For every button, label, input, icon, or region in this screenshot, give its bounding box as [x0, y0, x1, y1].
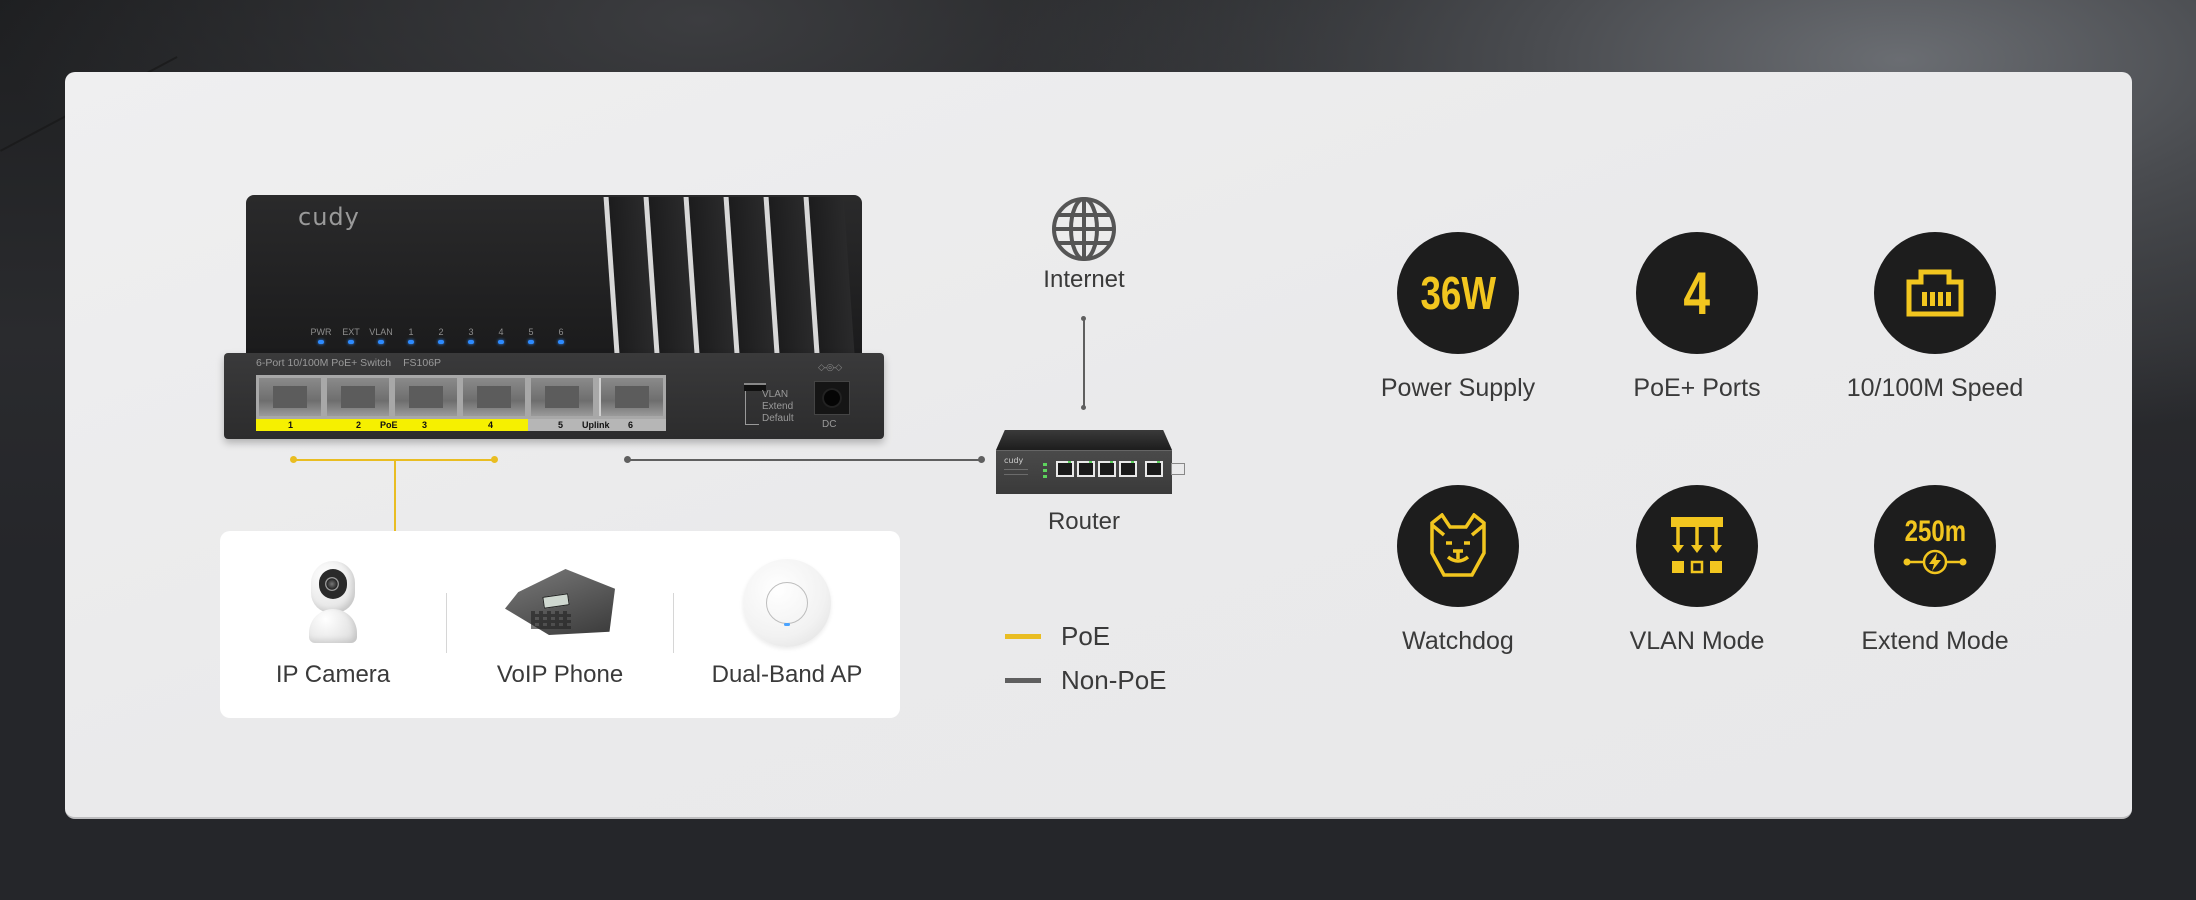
internet-connector-dot-top	[1081, 316, 1086, 321]
mode-labels: VLAN Extend Default	[762, 389, 794, 424]
switch-led-row: PWR EXT VLAN 1 2 3 4 5 6	[306, 327, 576, 344]
poe-port-count: 4	[1683, 259, 1711, 327]
switch-brand-logo: cudy	[298, 203, 360, 231]
ethernet-port-1	[259, 378, 321, 416]
poe-connector-dot-right	[491, 456, 498, 463]
vlan-icon	[1671, 517, 1723, 574]
led-port-4: 4	[486, 327, 516, 344]
router-ports	[1056, 461, 1185, 477]
extend-distance: 250m	[1904, 515, 1966, 548]
ethernet-port-icon	[1906, 269, 1964, 317]
feature-watchdog: Watchdog	[1339, 485, 1577, 656]
internet-connector	[1083, 318, 1085, 408]
globe-icon	[1052, 197, 1116, 261]
internet-connector-dot-bottom	[1081, 405, 1086, 410]
device-voip-phone: VoIP Phone	[447, 531, 673, 718]
led-ext: EXT	[336, 327, 366, 344]
port-label-bar: 1 2 PoE 3 4 5 Uplink 6	[256, 419, 666, 431]
router-image: cudy	[996, 430, 1185, 494]
ip-camera-icon	[305, 561, 361, 643]
led-port-6: 6	[546, 327, 576, 344]
led-port-5: 5	[516, 327, 546, 344]
internet-node: Internet	[1034, 196, 1134, 294]
feature-vlan-mode: VLAN Mode	[1578, 485, 1816, 656]
divider	[673, 593, 674, 653]
led-port-1: 1	[396, 327, 426, 344]
power-value: 36W	[1420, 267, 1496, 319]
poe-switch-image: cudy PWR EXT VLAN 1 2 3 4 5 6 6-Port 10/…	[224, 195, 884, 441]
legend-item-non-poe: Non-PoE	[1005, 658, 1167, 702]
legend-item-poe: PoE	[1005, 614, 1167, 658]
non-poe-swatch	[1005, 677, 1041, 683]
router-leds	[1043, 463, 1047, 479]
divider	[446, 593, 447, 653]
switch-heat-fins	[603, 197, 855, 353]
feature-extend-mode: 250m Extend Mode	[1816, 485, 2054, 656]
poe-connector-vertical	[394, 460, 396, 531]
ethernet-port-4	[463, 378, 525, 416]
uplink-port-band: 5 Uplink 6	[528, 419, 666, 431]
extend-distance-icon	[1903, 549, 1967, 575]
dc-power-jack	[814, 381, 850, 415]
legend: PoE Non-PoE	[1005, 614, 1167, 702]
ethernet-port-6	[599, 378, 663, 416]
internet-label: Internet	[1043, 266, 1125, 293]
uplink-connector-dot-left	[624, 456, 631, 463]
mode-selector-switch	[744, 383, 766, 391]
led-port-2: 2	[426, 327, 456, 344]
feature-speed: 10/100M Speed	[1816, 232, 2054, 403]
led-pwr: PWR	[306, 327, 336, 344]
voip-phone-icon	[505, 561, 615, 639]
uplink-connector	[628, 459, 981, 461]
feature-poe-ports: 4 PoE+ Ports	[1578, 232, 1816, 403]
device-dual-band-ap: Dual-Band AP	[674, 531, 900, 718]
switch-ports	[256, 375, 666, 419]
ethernet-port-2	[327, 378, 389, 416]
ethernet-port-3	[395, 378, 457, 416]
poe-connector-dot-left	[290, 456, 297, 463]
poe-swatch	[1005, 633, 1041, 639]
powered-devices-card: IP Camera VoIP Phone Dual-Band AP	[220, 531, 900, 718]
feature-power-supply: 36W Power Supply	[1339, 232, 1577, 403]
poe-port-band: 1 2 PoE 3 4	[256, 419, 528, 431]
access-point-icon	[743, 559, 831, 647]
router-brand-logo: cudy	[1004, 456, 1024, 465]
ethernet-port-5	[531, 378, 593, 416]
dog-icon	[1430, 513, 1486, 577]
device-ip-camera: IP Camera	[220, 531, 446, 718]
led-vlan: VLAN	[366, 327, 396, 344]
dc-polarity-icon: ◇-◎-◇	[818, 363, 842, 373]
led-port-3: 3	[456, 327, 486, 344]
uplink-connector-dot-right	[978, 456, 985, 463]
router-label: Router	[1047, 508, 1121, 535]
